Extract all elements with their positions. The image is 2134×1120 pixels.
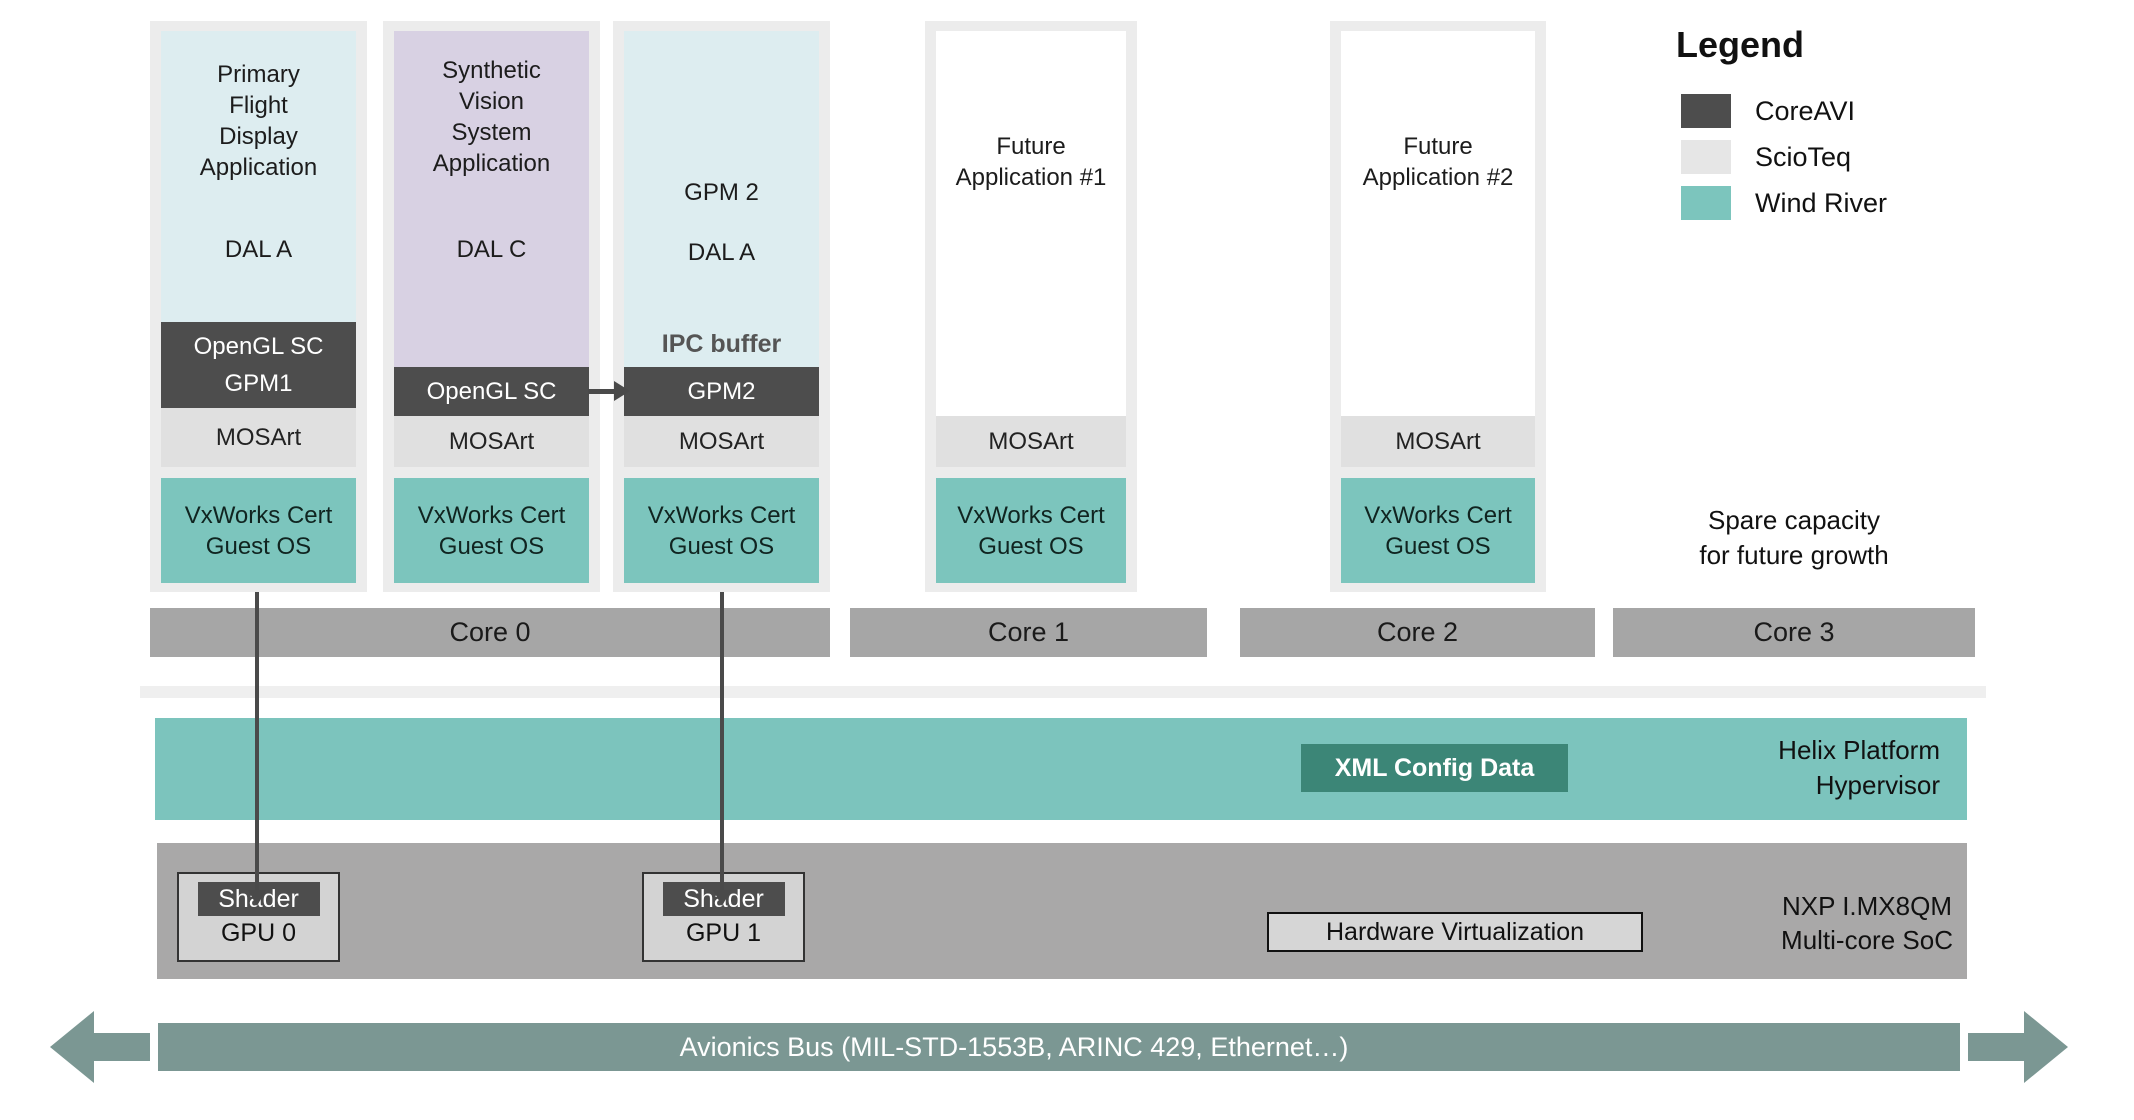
partition-column-future2: Future Application #2 MOSArt VxWorks Cer…	[1330, 21, 1546, 592]
app-box-future2: Future Application #2	[1341, 31, 1535, 416]
partition-column-future1: Future Application #1 MOSArt VxWorks Cer…	[925, 21, 1137, 592]
hypervisor-label: Helix Platform Hypervisor	[1778, 735, 1940, 800]
legend-swatch-coreavi	[1681, 94, 1731, 128]
legend-label-windriver: Wind River	[1755, 187, 1888, 218]
app-name: Future Application #2	[1362, 133, 1514, 191]
vxworks-box: VxWorks Cert Guest OS	[1341, 478, 1535, 583]
mosart-box: MOSArt	[394, 416, 589, 467]
divider-band	[140, 686, 1986, 698]
arrow-pfd-to-gpu0	[255, 592, 259, 892]
legend-swatch-windriver	[1681, 186, 1731, 220]
bus-left-arrow-icon	[50, 1011, 150, 1083]
opengl-sc-box: OpenGL SC	[394, 367, 589, 416]
legend-title: Legend	[1676, 24, 1805, 65]
vxworks-box: VxWorks Cert Guest OS	[394, 478, 589, 583]
core-bar-2: Core 2	[1240, 608, 1595, 657]
legend-row-coreavi: CoreAVI	[1681, 94, 1855, 128]
avionics-bus-bar: Avionics Bus (MIL-STD-1553B, ARINC 429, …	[158, 1023, 1960, 1071]
vxworks-box: VxWorks Cert Guest OS	[161, 478, 356, 583]
avionics-bus-label: Avionics Bus (MIL-STD-1553B, ARINC 429, …	[679, 1031, 1349, 1062]
partition-column-pfd: Primary Flight Display Application DAL A…	[150, 21, 367, 592]
core-bar-0: Core 0	[150, 608, 830, 657]
app-box-pfd: Primary Flight Display Application DAL A	[161, 31, 356, 322]
arrow-head-gpu1-icon	[713, 890, 731, 906]
legend: Legend CoreAVI ScioTeq Wind River	[1676, 24, 2096, 220]
soc-bar: Shader GPU 0 Shader GPU 1 Hardware Virtu…	[157, 843, 1967, 979]
opengl-gpm1-box: OpenGL SC GPM1	[161, 322, 356, 408]
ipc-arrow-head-icon	[614, 381, 630, 401]
legend-row-windriver: Wind River	[1681, 186, 1887, 220]
arrow-head-gpu0-icon	[248, 890, 266, 906]
dal-label: DAL A	[687, 239, 756, 266]
bus-right-arrow-icon	[1968, 1011, 2068, 1083]
partition-column-gpm2: GPM 2 DAL A IPC buffer GPM2 MOSArt VxWor…	[613, 21, 830, 592]
app-box-gpm2: GPM 2 DAL A IPC buffer	[624, 31, 819, 367]
arrow-gpm2-to-gpu1	[720, 592, 724, 892]
gpu0-label: GPU 0	[220, 919, 297, 947]
app-box-future1: Future Application #1	[936, 31, 1126, 416]
vxworks-box: VxWorks Cert Guest OS	[936, 478, 1126, 583]
mosart-box: MOSArt	[1341, 416, 1535, 467]
app-box-svs: Synthetic Vision System Application DAL …	[394, 31, 589, 367]
vxworks-box: VxWorks Cert Guest OS	[624, 478, 819, 583]
app-name: Primary Flight Display Application	[199, 61, 318, 181]
dal-label: DAL C	[456, 236, 527, 263]
core-bar-1: Core 1	[850, 608, 1207, 657]
soc-label: NXP I.MX8QM Multi-core SoC	[1781, 891, 1953, 955]
dal-label: DAL A	[224, 236, 293, 263]
mosart-box: MOSArt	[624, 416, 819, 467]
app-name: Synthetic Vision System Application	[432, 57, 551, 177]
legend-label-coreavi: CoreAVI	[1755, 95, 1856, 126]
ipc-buffer-label: IPC buffer	[661, 330, 782, 358]
hypervisor-bar: XML Config Data Helix Platform Hyperviso…	[155, 718, 1967, 820]
legend-label-scioteq: ScioTeq	[1755, 141, 1852, 172]
legend-row-scioteq: ScioTeq	[1681, 140, 1851, 174]
gpu1-label: GPU 1	[685, 919, 762, 947]
app-name: Future Application #1	[955, 133, 1107, 191]
spare-capacity-note: Spare capacity for future growth	[1699, 505, 1889, 570]
partition-column-svs: Synthetic Vision System Application DAL …	[383, 21, 600, 592]
xml-config-box: XML Config Data	[1301, 744, 1568, 792]
core-bar-3: Core 3	[1613, 608, 1975, 657]
mosart-box: MOSArt	[161, 408, 356, 467]
mosart-box: MOSArt	[936, 416, 1126, 467]
hardware-virtualization-box: Hardware Virtualization	[1267, 912, 1643, 952]
gpm2-box: GPM2	[624, 367, 819, 416]
legend-swatch-scioteq	[1681, 140, 1731, 174]
ipc-arrow	[588, 389, 616, 394]
app-name: GPM 2	[684, 179, 759, 206]
